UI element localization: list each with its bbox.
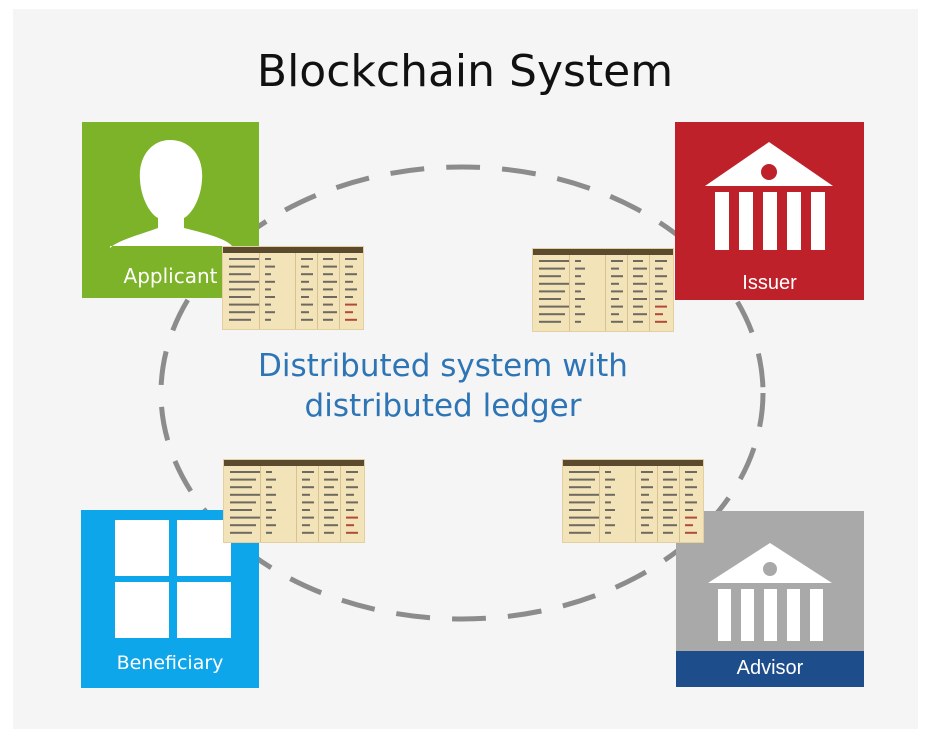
issuer-node: Issuer <box>675 122 864 300</box>
advisor-label: Advisor <box>736 657 804 679</box>
page-title: Blockchain System <box>256 46 674 97</box>
ledger-table-icon <box>224 460 364 542</box>
advisor-node: Advisor <box>676 511 864 687</box>
center-caption-line-1: Distributed system with <box>258 348 628 384</box>
applicant-node: Applicant <box>82 122 259 298</box>
ledger-table-icon <box>563 460 703 542</box>
beneficiary-label: Beneficiary <box>116 652 224 674</box>
ledger-table-icon <box>223 247 363 329</box>
advisor-label-bar <box>676 651 864 687</box>
windows-grid-icon <box>115 520 231 638</box>
ledger-table-icon <box>533 249 673 331</box>
bank-icon <box>708 543 832 641</box>
person-icon <box>110 140 232 248</box>
bank-icon <box>705 142 833 250</box>
issuer-label: Issuer <box>742 272 797 294</box>
center-caption: Distributed system with distributed ledg… <box>200 346 686 426</box>
center-caption-line-2: distributed ledger <box>304 388 582 424</box>
applicant-label: Applicant <box>123 264 218 288</box>
